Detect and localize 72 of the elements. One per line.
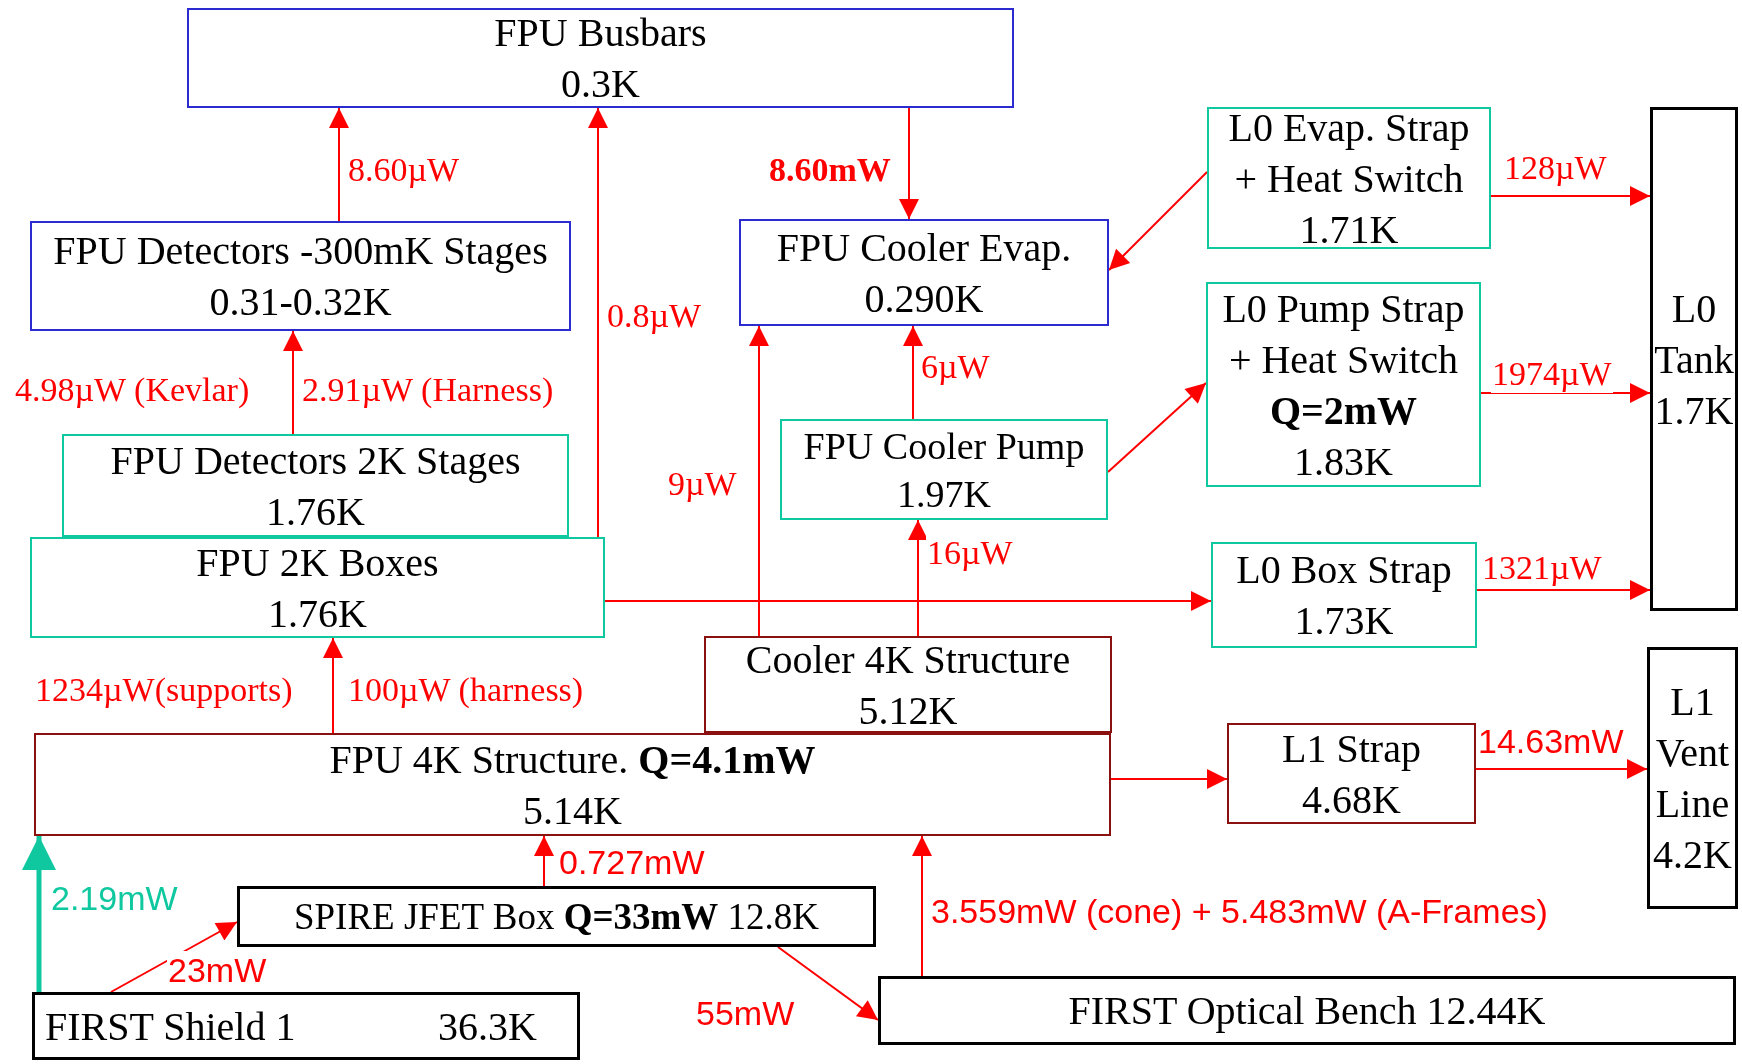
box-label: FIRST Optical Bench 12.44K <box>1068 987 1546 1035</box>
box-label: L0 Tank <box>1653 284 1735 384</box>
box-label: 1.73K <box>1294 597 1394 645</box>
process-box <box>780 419 1108 520</box>
arrow <box>22 836 56 992</box>
box-label: Q=2mW <box>1269 386 1418 435</box>
arrow <box>1480 383 1651 403</box>
arrow <box>912 835 932 977</box>
box-label: L0 Box Strap <box>1236 546 1452 594</box>
arrow <box>329 107 349 222</box>
process-box <box>187 8 1014 108</box>
box-label: 5.12K <box>858 686 958 735</box>
edge-label: 16µW <box>926 534 1014 572</box>
box-label: Cooler 4K Structure <box>745 635 1071 684</box>
arrow <box>749 325 769 637</box>
process-box <box>34 733 1111 836</box>
box-label: 5.14K <box>523 786 622 835</box>
arrow <box>1476 580 1651 600</box>
arrow <box>1110 769 1228 789</box>
process-box <box>739 219 1109 326</box>
arrow <box>899 107 919 220</box>
box-label: L0 Pump Strap + Heat Switch <box>1221 284 1466 384</box>
arrow <box>1475 759 1648 779</box>
process-box <box>878 976 1736 1045</box>
arrow <box>588 107 608 538</box>
arrow <box>323 637 343 734</box>
arrow <box>777 946 879 1021</box>
box-label: FPU Detectors -300mK Stages <box>53 227 548 275</box>
box-label: 1.71K <box>1299 205 1399 254</box>
arrow <box>283 330 303 435</box>
process-box <box>30 221 571 331</box>
box-label: 0.290K <box>864 274 984 323</box>
arrow <box>1490 186 1651 206</box>
process-box <box>1650 107 1738 611</box>
box-label: 4.2K <box>1653 831 1732 879</box>
box-label: 1.76K <box>268 589 367 638</box>
process-box <box>62 434 569 537</box>
arrow <box>908 519 928 637</box>
box-label: 4.68K <box>1302 775 1401 824</box>
box-label: L1 Strap <box>1282 724 1421 773</box>
arrow <box>1107 382 1207 473</box>
process-box <box>1227 723 1476 824</box>
arrow <box>534 835 554 887</box>
process-box <box>1647 647 1738 909</box>
box-label: FPU Cooler Evap. <box>776 223 1072 272</box>
box-label: 0.3K <box>561 60 640 108</box>
process-box <box>1211 542 1477 648</box>
process-box <box>1207 107 1491 249</box>
arrow <box>1108 171 1208 271</box>
box-label: 1.97K <box>897 471 991 517</box>
box-label: 1.76K <box>266 487 365 536</box>
box-label: L1 Vent Line <box>1654 678 1731 828</box>
arrow <box>110 921 238 993</box>
process-box <box>237 886 876 947</box>
arrow <box>604 591 1212 611</box>
box-label: 0.31-0.32K <box>209 278 392 326</box>
process-box <box>32 992 580 1060</box>
process-box <box>30 537 605 638</box>
box-label: FPU 4K Structure. Q=4.1mW <box>329 735 816 784</box>
box-label: 1.7K <box>1654 386 1734 435</box>
box-label: FPU Cooler Pump <box>803 423 1085 469</box>
box-label: FPU Detectors 2K Stages <box>110 436 521 485</box>
box-label: FPU 2K Boxes <box>196 538 439 587</box>
box-label: SPIRE JFET Box Q=33mW 12.8K <box>293 895 820 939</box>
box-label: FIRST Shield 1 <box>45 1002 296 1051</box>
box-label: L0 Evap. Strap + Heat Switch <box>1227 103 1471 203</box>
process-box <box>1206 282 1481 487</box>
box-label: 36.3K <box>438 1002 537 1051</box>
arrow <box>903 325 923 420</box>
box-label: FPU Busbars <box>494 9 707 57</box>
box-label: 1.83K <box>1294 437 1393 486</box>
process-box <box>704 636 1112 733</box>
